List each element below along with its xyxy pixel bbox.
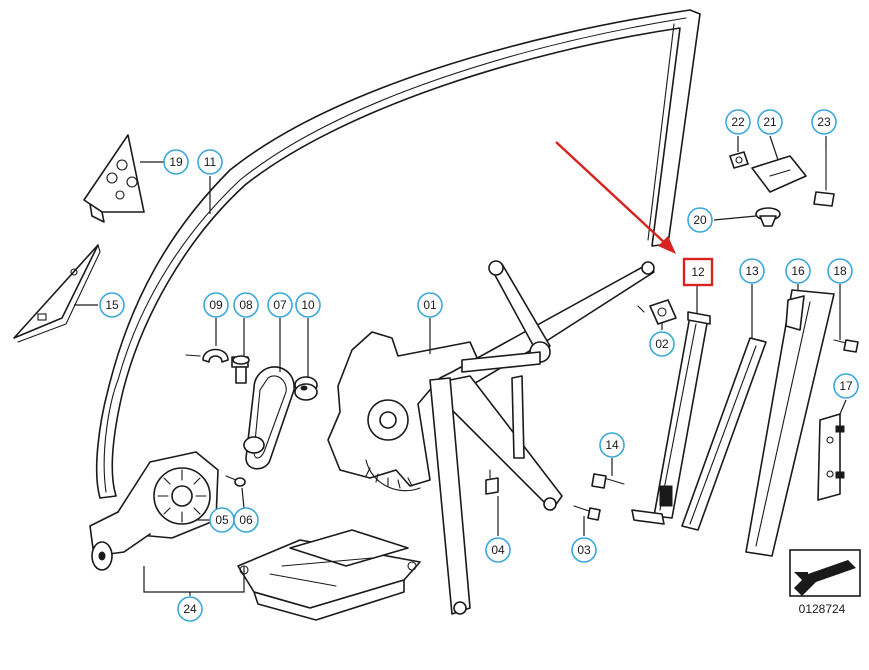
- reference-arrow-icon: [794, 560, 856, 596]
- callout-13-label: 13: [745, 264, 759, 278]
- highlight-arrow: [555, 141, 676, 254]
- reference-badge: 0128724: [789, 549, 861, 616]
- callout-09-label: 09: [209, 298, 223, 312]
- callout-24-label: 24: [183, 602, 197, 616]
- callout-14-label: 14: [605, 438, 619, 452]
- door-frame-seal: [95, 9, 701, 499]
- pulley-08: [231, 355, 250, 384]
- clip-04: [485, 469, 499, 495]
- callout-24: 24: [177, 596, 203, 622]
- callout-11: 11: [197, 149, 223, 175]
- callout-21: 21: [757, 109, 783, 135]
- callout-22-label: 22: [731, 115, 745, 129]
- callout-05: 05: [209, 507, 235, 533]
- guide-rail-12: [631, 311, 711, 525]
- callout-07-label: 07: [273, 298, 287, 312]
- clip-09: [185, 348, 229, 363]
- bolt-18: [833, 339, 859, 353]
- guide-02: [637, 299, 677, 325]
- nut-22: [729, 151, 749, 169]
- callout-08-label: 08: [239, 298, 253, 312]
- triangle-trim: [13, 244, 101, 343]
- screw-06: [225, 475, 246, 487]
- callout-14: 14: [599, 432, 625, 458]
- callout-03: 03: [571, 537, 597, 563]
- callout-02-label: 02: [655, 337, 669, 351]
- callout-16-label: 16: [791, 264, 805, 278]
- callout-15-label: 15: [105, 298, 119, 312]
- drive-belt-07: [243, 366, 295, 470]
- leader-lines: [74, 135, 847, 596]
- callout-05-label: 05: [215, 513, 229, 527]
- callout-04-label: 04: [491, 543, 505, 557]
- callout-07: 07: [267, 292, 293, 318]
- callout-18-label: 18: [833, 264, 847, 278]
- callout-17: 17: [833, 373, 859, 399]
- mirror-triangle-cover: [83, 134, 145, 223]
- callout-09: 09: [203, 292, 229, 318]
- bracket-17: [817, 413, 845, 501]
- screw-03: [573, 505, 601, 521]
- window-motor: [89, 451, 219, 571]
- screw-14: [591, 473, 625, 489]
- callout-17-label: 17: [839, 379, 853, 393]
- reference-number: 0128724: [799, 602, 846, 616]
- callout-23: 23: [811, 109, 837, 135]
- rail-seal-13: [681, 337, 767, 531]
- callout-02: 02: [649, 331, 675, 357]
- bracket-21: [751, 155, 807, 193]
- callout-01: 01: [417, 292, 443, 318]
- callout-12-highlighted: 12: [682, 257, 714, 287]
- callout-21-label: 21: [763, 115, 777, 129]
- callout-15: 15: [99, 292, 125, 318]
- callout-06-label: 06: [239, 513, 253, 527]
- callout-06: 06: [233, 507, 259, 533]
- callout-08: 08: [233, 292, 259, 318]
- callout-03-label: 03: [577, 543, 591, 557]
- bushing-10: [294, 376, 318, 401]
- control-module: [237, 529, 421, 621]
- callout-01-label: 01: [423, 298, 437, 312]
- callout-20: 20: [687, 207, 713, 233]
- callout-16: 16: [785, 258, 811, 284]
- callout-10-label: 10: [301, 298, 315, 312]
- callout-13: 13: [739, 258, 765, 284]
- callout-23-label: 23: [817, 115, 831, 129]
- callout-10: 10: [295, 292, 321, 318]
- callout-18: 18: [827, 258, 853, 284]
- callout-19-label: 19: [169, 155, 183, 169]
- bolt-23: [813, 149, 835, 207]
- callout-19: 19: [163, 149, 189, 175]
- rear-guide-16: [745, 289, 835, 557]
- callout-20-label: 20: [693, 213, 707, 227]
- callout-22: 22: [725, 109, 751, 135]
- callout-12-label: 12: [691, 265, 705, 279]
- cap-20: [755, 207, 781, 227]
- window-regulator: [327, 260, 655, 615]
- callout-11-label: 11: [204, 155, 217, 169]
- callout-04: 04: [485, 537, 511, 563]
